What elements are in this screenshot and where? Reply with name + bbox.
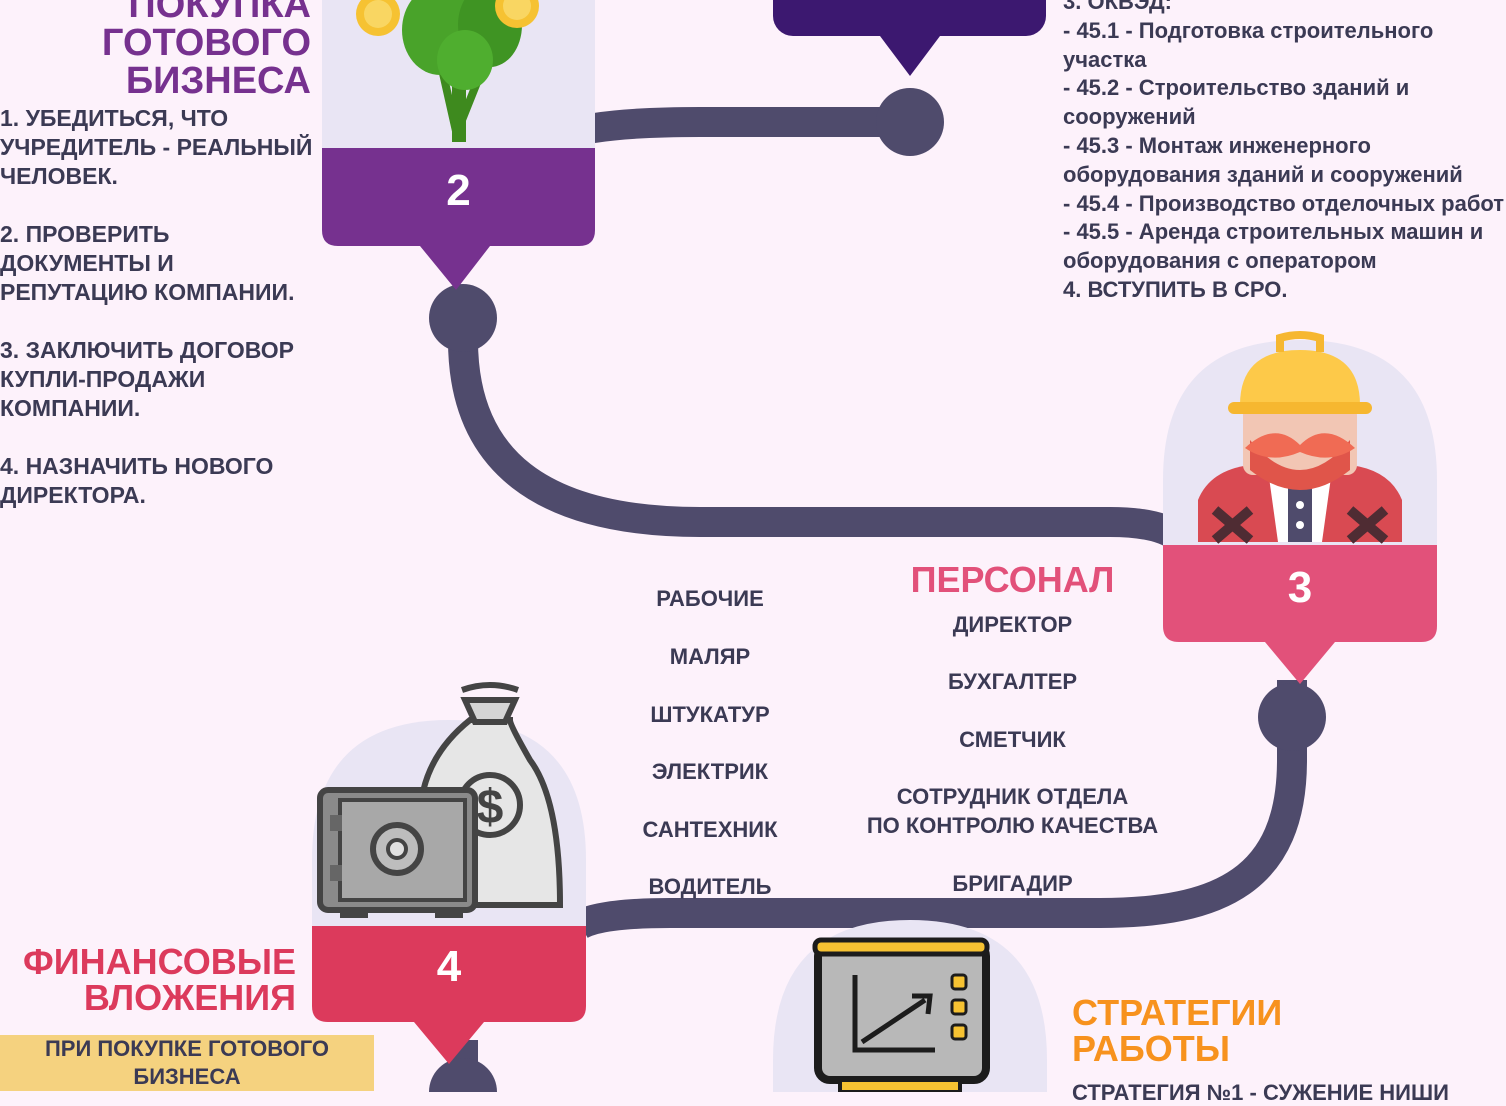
safe-moneybag-icon: $ bbox=[317, 682, 564, 918]
step4-title-line: ФИНАНСОВЫЕ bbox=[23, 941, 296, 982]
staff-item: БРИГАДИР bbox=[952, 871, 1073, 896]
svg-text:$: $ bbox=[477, 781, 504, 834]
roadmap-path bbox=[448, 300, 1210, 581]
builder-icon bbox=[1198, 331, 1402, 544]
path-node bbox=[429, 284, 497, 352]
step2-title-line: БИЗНЕСА bbox=[125, 60, 311, 102]
step2-list: 1. УБЕДИТЬСЯ, ЧТО УЧРЕДИТЕЛЬ - РЕАЛЬНЫЙ … bbox=[0, 104, 330, 539]
path-node bbox=[1258, 683, 1326, 751]
step2-title: ПОКУПКА ГОТОВОГО БИЗНЕСА bbox=[102, 0, 311, 100]
staff-item: БУХГАЛТЕР bbox=[947, 669, 1078, 694]
staff-item: ПО КОНТРОЛЮ КАЧЕСТВА bbox=[866, 813, 1159, 838]
staff-item: ДИРЕКТОР bbox=[952, 612, 1073, 637]
roadmap-path bbox=[572, 680, 1307, 939]
staff-item: СМЕТЧИК bbox=[959, 727, 1066, 752]
list-item: - 45.2 - Строительство зданий и сооружен… bbox=[1063, 75, 1410, 130]
money-tree-icon bbox=[356, 0, 539, 142]
step5-title-line: РАБОТЫ bbox=[1072, 1028, 1230, 1069]
worker-item: ЭЛЕКТРИК bbox=[651, 759, 769, 784]
list-item: - 45.1 - Подготовка строительного участк… bbox=[1063, 17, 1434, 72]
step2-number: 2 bbox=[446, 166, 471, 215]
step3-title: ПЕРСОНАЛ bbox=[910, 559, 1115, 600]
step4-note-line: ПРИ ПОКУПКЕ ГОТОВОГО bbox=[44, 1036, 330, 1061]
okved-list: 3. ОКВЭД: - 45.1 - Подготовка строительн… bbox=[1063, 0, 1506, 305]
step2-title-line: ГОТОВОГО bbox=[101, 22, 311, 64]
list-item: - 45.5 - Аренда строительных машин и обо… bbox=[1063, 219, 1484, 274]
step5-card bbox=[773, 920, 1047, 1092]
path-node bbox=[429, 1058, 497, 1092]
list-item: 3. ЗАКЛЮЧИТЬ ДОГОВОР КУПЛИ-ПРОДАЖИ КОМПА… bbox=[0, 337, 295, 421]
registration-card bbox=[773, 0, 1046, 76]
step5-title: СТРАТЕГИИ РАБОТЫ bbox=[1072, 995, 1282, 1067]
worker-item: РАБОЧИЕ bbox=[656, 586, 764, 611]
worker-item: ВОДИТЕЛЬ bbox=[648, 874, 772, 899]
worker-item: САНТЕХНИК bbox=[642, 817, 778, 842]
worker-item: МАЛЯР bbox=[669, 644, 751, 669]
chart-board-icon bbox=[812, 937, 990, 1092]
step4-title-line: ВЛОЖЕНИЯ bbox=[83, 977, 296, 1018]
step4-title: ФИНАНСОВЫЕ ВЛОЖЕНИЯ bbox=[23, 944, 296, 1016]
list-item: 4. НАЗНАЧИТЬ НОВОГО ДИРЕКТОРА. bbox=[0, 453, 274, 508]
worker-item: ШТУКАТУР bbox=[650, 702, 770, 727]
strategy-item: СТРАТЕГИЯ №1 - СУЖЕНИЕ НИШИ bbox=[1072, 1080, 1449, 1105]
okved-heading: 3. ОКВЭД: bbox=[1063, 0, 1172, 14]
step4-card: $ bbox=[312, 682, 586, 1064]
step4-note-line: БИЗНЕСА bbox=[133, 1064, 241, 1089]
step4-number: 4 bbox=[436, 942, 462, 991]
staff-item: СОТРУДНИК ОТДЕЛА bbox=[896, 784, 1129, 809]
step2-title-line: ПОКУПКА bbox=[128, 0, 311, 26]
step3-card bbox=[1163, 331, 1437, 684]
step5-title-line: СТРАТЕГИИ bbox=[1072, 992, 1283, 1033]
list-item: 1. УБЕДИТЬСЯ, ЧТО УЧРЕДИТЕЛЬ - РЕАЛЬНЫЙ … bbox=[0, 105, 313, 189]
list-item: - 45.3 - Монтаж инженерного оборудования… bbox=[1063, 132, 1463, 187]
list-item: 2. ПРОВЕРИТЬ ДОКУМЕНТЫ И РЕПУТАЦИЮ КОМПА… bbox=[0, 221, 295, 305]
roadmap-path bbox=[559, 107, 910, 150]
step2-card bbox=[322, 0, 595, 290]
step4-note: ПРИ ПОКУПКЕ ГОТОВОГО БИЗНЕСА bbox=[0, 1035, 374, 1091]
sro-item: 4. ВСТУПИТЬ В СРО. bbox=[1063, 276, 1288, 302]
path-node bbox=[876, 88, 944, 156]
list-item: - 45.4 - Производство отделочных работ bbox=[1063, 190, 1505, 216]
step3-number: 3 bbox=[1287, 563, 1313, 612]
